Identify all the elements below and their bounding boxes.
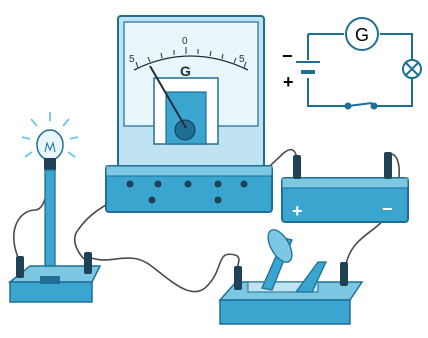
- battery-terminal-post: [384, 152, 392, 179]
- lamp-base-post: [84, 252, 92, 274]
- galvanometer-terminal: [215, 197, 222, 204]
- galvanometer-terminal: [185, 181, 192, 188]
- switch-post-right: [340, 262, 348, 286]
- lamp-base-post: [16, 256, 24, 278]
- schematic-switch-lever: [348, 103, 372, 106]
- schematic-battery-plus-label: +: [283, 72, 294, 92]
- bulb-socket: [44, 158, 56, 170]
- galvanometer-base-top: [106, 166, 272, 176]
- galvanometer-coil: [175, 120, 195, 140]
- galvanometer-terminal: [149, 197, 156, 204]
- galvanometer-terminal: [127, 181, 134, 188]
- galvanometer-face-label: G: [180, 63, 191, 79]
- galvanometer-terminal: [241, 181, 248, 188]
- wire-bulb-to-switch: [92, 254, 239, 291]
- galvanometer-scale-left-label: 5: [129, 54, 135, 65]
- galvanometer: 5 0 5 G: [106, 16, 272, 212]
- schematic-battery-minus-label: −: [282, 46, 293, 66]
- battery-terminal-post: [293, 155, 301, 179]
- lamp-base-front: [10, 282, 92, 302]
- battery: + −: [282, 152, 408, 222]
- galvanometer-terminal: [155, 181, 162, 188]
- battery-top: [282, 178, 408, 188]
- switch-base-front: [220, 300, 350, 324]
- battery-plus-label: +: [292, 201, 303, 221]
- schematic-switch-contact: [372, 104, 377, 109]
- galvanometer-scale-right-label: 5: [239, 54, 245, 65]
- switch-post-left: [234, 266, 242, 290]
- lamp-column: [45, 170, 55, 276]
- galvanometer-scale-zero-label: 0: [182, 36, 188, 47]
- schematic-galvanometer-label: G: [355, 25, 369, 45]
- lamp-stand: [10, 112, 100, 302]
- light-bulb: [37, 130, 63, 160]
- galvanometer-terminal: [215, 181, 222, 188]
- lamp-column-foot: [40, 276, 60, 284]
- knife-switch: [220, 226, 362, 324]
- switch-handle: [263, 226, 297, 266]
- battery-minus-label: −: [382, 199, 393, 219]
